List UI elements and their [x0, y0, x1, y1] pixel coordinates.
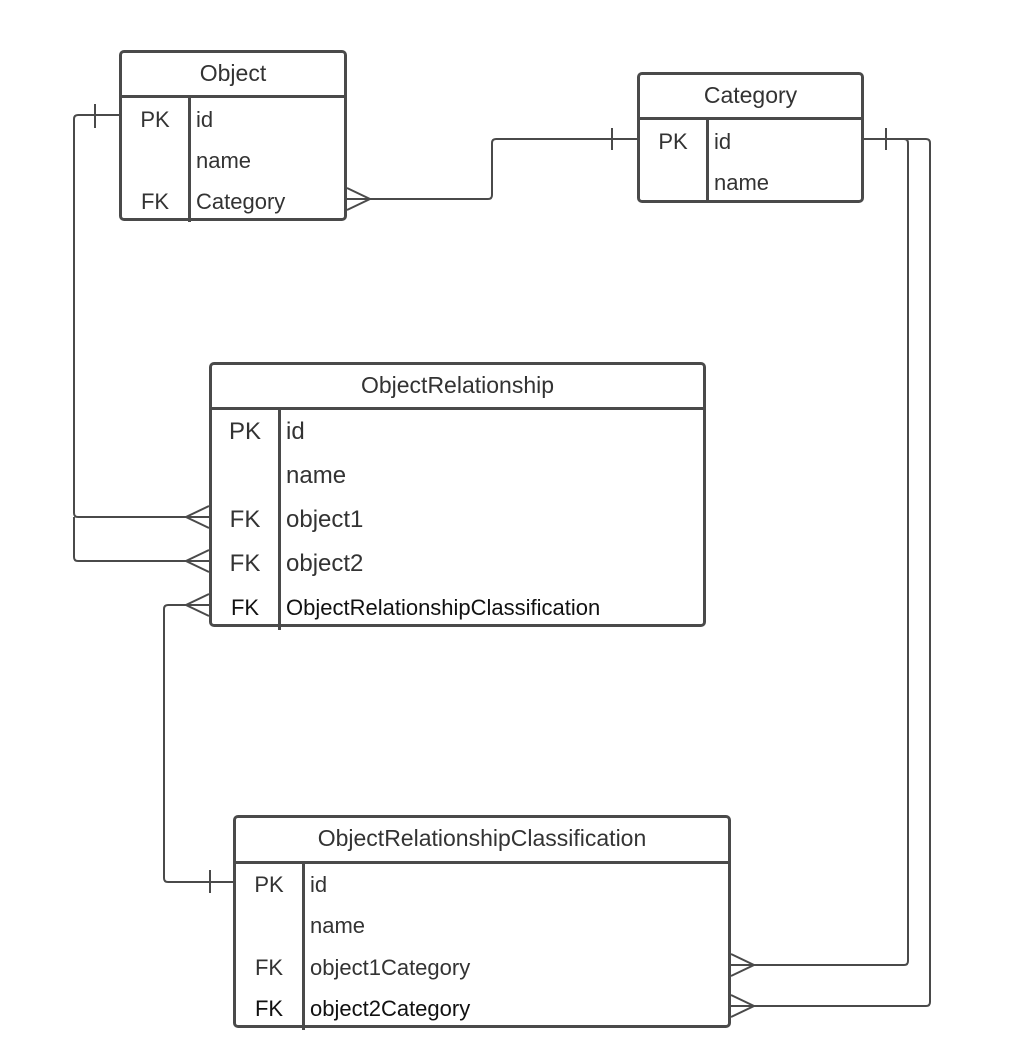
entity-title: Object [122, 53, 344, 98]
connector-orc-object2category-to-category-id [730, 138, 931, 1018]
key-label: PK [228, 418, 261, 445]
attribute-row: FK Category [122, 181, 344, 222]
attribute-row: PK id [122, 99, 344, 140]
key-label: FK [254, 996, 284, 1022]
connector-object-category-to-category-id [346, 128, 637, 211]
key-label: PK [140, 106, 170, 132]
field-name: id [310, 871, 328, 897]
attribute-row: FK object2 [212, 542, 703, 586]
field-name: Category [196, 188, 286, 214]
key-label: FK [230, 595, 260, 620]
field-name: name [714, 169, 770, 195]
field-name: id [196, 106, 214, 132]
attribute-row: FK ObjectRelationshipClassification [212, 586, 703, 630]
connector-orc-object1category-to-category-id [730, 128, 909, 977]
entity-title: Category [640, 75, 861, 120]
field-name: object1 [286, 506, 364, 533]
key-label: PK [254, 871, 284, 897]
attribute-row: PK id [236, 864, 728, 906]
key-label: FK [254, 954, 284, 980]
attribute-row: PK id [212, 410, 703, 454]
field-name: object1Category [310, 954, 471, 980]
field-name: name [310, 913, 366, 939]
attribute-row: FK object1 [212, 498, 703, 542]
entity-title: ObjectRelationshipClassification [236, 818, 728, 864]
key-column-divider [188, 98, 191, 222]
entity-object-relationship-classification[interactable]: ObjectRelationshipClassification PK id n… [233, 815, 731, 1031]
key-label: FK [229, 550, 261, 577]
key-label: FK [229, 506, 261, 533]
field-name: object2Category [310, 996, 471, 1022]
attribute-row: PK id [640, 121, 861, 162]
attribute-row: name [212, 454, 703, 498]
key-column-divider [302, 864, 305, 1030]
key-label: FK [140, 188, 170, 214]
entity-category[interactable]: Category PK id name [637, 72, 864, 203]
entity-object[interactable]: Object PK id name FK Category [119, 50, 347, 222]
connector-objrel-classification-to-orc-id [163, 593, 233, 893]
key-column-divider [278, 410, 281, 630]
entity-object-relationship[interactable]: ObjectRelationship PK id name FK object1… [209, 362, 706, 630]
attribute-row: name [236, 906, 728, 948]
attribute-row: name [640, 162, 861, 203]
attribute-row: FK object2Category [236, 989, 728, 1031]
attribute-row: name [122, 140, 344, 181]
field-name: id [286, 418, 305, 445]
attribute-row: FK object1Category [236, 947, 728, 989]
field-name: id [714, 128, 732, 154]
connector-objrel-object2-to-object-id [73, 517, 210, 573]
connector-objrel-object1-to-object-id [73, 104, 210, 529]
field-name: name [286, 462, 347, 489]
field-name: name [196, 147, 252, 173]
entity-title: ObjectRelationship [212, 365, 703, 410]
field-name: object2 [286, 550, 364, 577]
key-column-divider [706, 120, 709, 203]
key-label: PK [658, 128, 688, 154]
field-name: ObjectRelationshipClassification [286, 595, 601, 620]
